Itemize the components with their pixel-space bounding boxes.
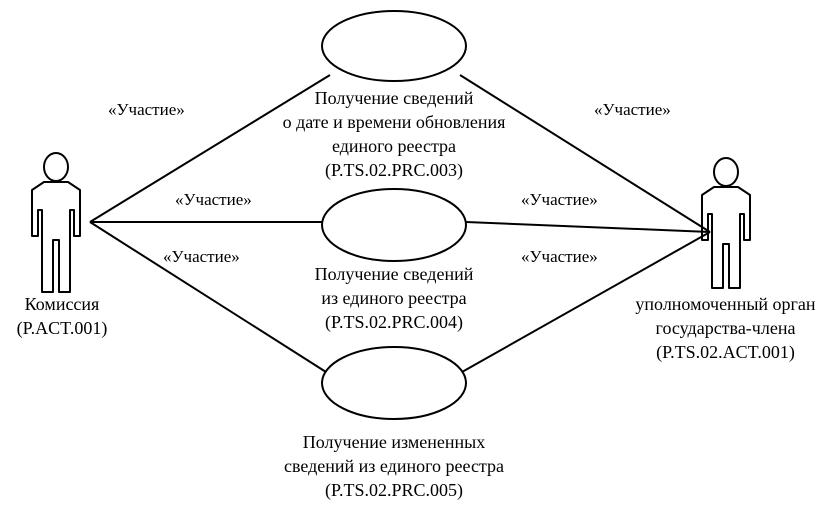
actor-code: (P.ACT.001) (16, 318, 108, 338)
association-label: «Участие» (521, 247, 598, 266)
use-case-line: единого реестра (331, 136, 457, 156)
use-case-label-prc004: Получение сведений из единого реестра (P… (254, 262, 534, 334)
actor-code: (P.TS.02.ACT.001) (656, 342, 795, 362)
use-case-ellipse (321, 346, 467, 420)
association-label: «Участие» (163, 247, 240, 266)
association-line (89, 74, 331, 223)
use-case-line: сведений из единого реестра (283, 456, 505, 476)
use-case-label-prc005: Получение измененных сведений из единого… (244, 430, 544, 502)
association-label: «Участие» (108, 100, 185, 119)
actor-name-line: уполномоченный орган (635, 294, 816, 314)
association-line (459, 74, 711, 233)
use-case-code: (P.TS.02.PRC.005) (324, 480, 464, 500)
association-label: «Участие» (521, 190, 598, 209)
use-case-line: Получение сведений (314, 88, 474, 108)
use-case-label-prc003: Получение сведений о дате и времени обно… (254, 86, 534, 182)
actor-label-commission: Комиссия (P.ACT.001) (0, 292, 124, 340)
use-case-ellipse (321, 10, 467, 82)
use-case-line: Получение сведений (314, 264, 474, 284)
use-case-line: Получение измененных (302, 432, 486, 452)
use-case-ellipse (321, 188, 467, 262)
actor-label-member-state-authority: уполномоченный орган государства-члена (… (614, 292, 837, 364)
actor-figure-right (701, 157, 751, 289)
use-case-code: (P.TS.02.PRC.004) (324, 312, 464, 332)
association-label: «Участие» (594, 100, 671, 119)
association-line (465, 221, 711, 233)
actor-name: Комиссия (24, 294, 100, 314)
use-case-line: из единого реестра (321, 288, 467, 308)
use-case-code: (P.TS.02.PRC.003) (324, 160, 464, 180)
association-line (89, 221, 327, 373)
actor-name-line: государства-члена (655, 318, 796, 338)
actor-figure-left (31, 152, 81, 293)
association-label: «Участие» (175, 190, 252, 209)
association-line (461, 231, 711, 373)
use-case-line: о дате и времени обновления (282, 112, 506, 132)
